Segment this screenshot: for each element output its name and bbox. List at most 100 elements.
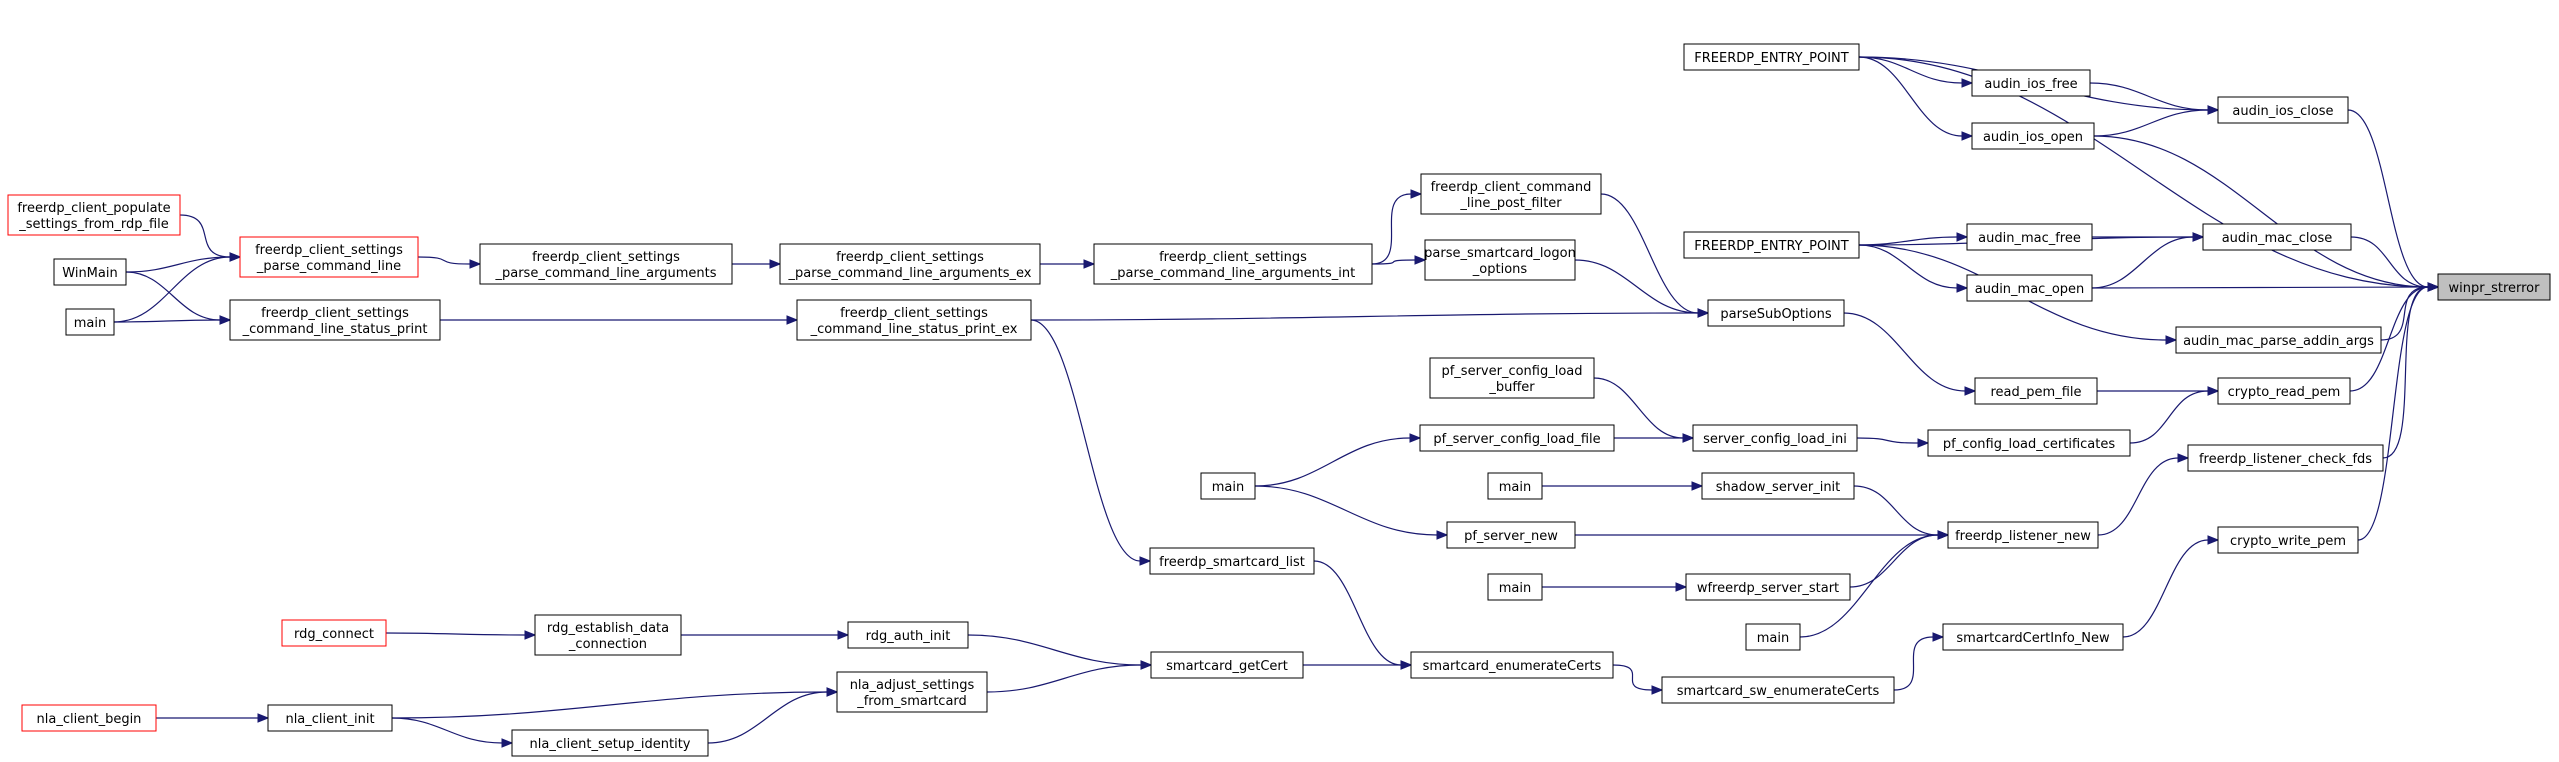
node-box xyxy=(1150,651,1304,679)
node-box xyxy=(1685,573,1851,601)
node-audin_mac_parse_addin_args[interactable]: audin_mac_parse_addin_args xyxy=(2175,326,2382,354)
node-label: main xyxy=(1212,480,1244,495)
node-scgc[interactable]: smartcard_getCert xyxy=(1150,651,1304,679)
node-clpf[interactable]: freerdp_client_command_line_post_filter xyxy=(1420,173,1602,215)
node-ssi[interactable]: shadow_server_init xyxy=(1701,472,1855,500)
node-psn[interactable]: pf_server_new xyxy=(1446,521,1576,549)
node-label: audin_mac_parse_addin_args xyxy=(2183,334,2374,349)
node-box xyxy=(1971,69,2091,97)
arrowhead-icon xyxy=(2207,105,2220,115)
node-audin_ios_close[interactable]: audin_ios_close xyxy=(2217,96,2349,124)
node-label: _connection xyxy=(568,637,647,652)
arrowhead-icon xyxy=(1956,232,1969,242)
node-box xyxy=(2217,526,2359,554)
node-crypto_read_pem[interactable]: crypto_read_pem xyxy=(2217,377,2351,405)
node-audin_ios_open[interactable]: audin_ios_open xyxy=(1971,122,2095,150)
node-fln[interactable]: freerdp_listener_new xyxy=(1947,521,2099,549)
node-sciNew[interactable]: smartcardCertInfo_New xyxy=(1942,623,2124,651)
node-scswec[interactable]: smartcard_sw_enumerateCerts xyxy=(1661,676,1895,704)
node-label: main xyxy=(74,316,106,331)
edge-FEP1-to-audin_ios_open xyxy=(1858,56,1963,137)
node-parseSubOptions[interactable]: parseSubOptions xyxy=(1707,299,1845,327)
node-clsp[interactable]: freerdp_client_settings_command_line_sta… xyxy=(229,299,441,341)
edge-psl-to-parseSubOptions xyxy=(1574,259,1699,314)
edge-crypto_read_pem-to-winpr_strerror xyxy=(2349,286,2429,392)
node-audin_ios_free[interactable]: audin_ios_free xyxy=(1971,69,2091,97)
node-pcla[interactable]: freerdp_client_settings_parse_command_li… xyxy=(479,243,733,285)
node-rdgai[interactable]: rdg_auth_init xyxy=(847,621,969,649)
node-label: audin_mac_free xyxy=(1978,231,2081,246)
node-label: parseSubOptions xyxy=(1720,307,1831,322)
node-label: freerdp_client_settings xyxy=(836,250,984,265)
node-label: pf_config_load_certificates xyxy=(1943,437,2115,452)
node-pflc[interactable]: pf_config_load_certificates xyxy=(1927,429,2131,457)
node-psl[interactable]: parse_smartcard_logon_options xyxy=(1424,239,1576,281)
node-label: rdg_connect xyxy=(294,627,374,642)
node-main1[interactable]: main xyxy=(65,308,115,336)
node-pscf[interactable]: pf_server_config_load_file xyxy=(1419,424,1615,452)
node-wfss[interactable]: wfreerdp_server_start xyxy=(1685,573,1851,601)
node-populate[interactable]: freerdp_client_populate_settings_from_rd… xyxy=(7,194,181,236)
arrowhead-icon xyxy=(257,713,270,723)
arrowhead-icon xyxy=(1937,530,1950,540)
node-label: audin_ios_free xyxy=(1984,77,2077,92)
edge-audin_ios_open-to-winpr_strerror xyxy=(2093,135,2429,288)
arrowhead-icon xyxy=(1410,189,1423,199)
node-flcf[interactable]: freerdp_listener_check_fds xyxy=(2187,444,2384,472)
node-box xyxy=(1707,299,1845,327)
node-audin_mac_open[interactable]: audin_mac_open xyxy=(1966,274,2093,302)
node-fscl[interactable]: freerdp_smartcard_list xyxy=(1149,547,1315,575)
node-label: nla_client_setup_identity xyxy=(530,737,691,752)
node-box xyxy=(1942,623,2124,651)
node-scec[interactable]: smartcard_enumerateCerts xyxy=(1410,651,1614,679)
node-main5[interactable]: main xyxy=(1745,623,1801,651)
edge-parseSubOptions-to-read_pem_file xyxy=(1843,312,1966,392)
node-rdgedc[interactable]: rdg_establish_data_connection xyxy=(534,614,682,656)
node-box xyxy=(1446,521,1576,549)
node-audin_mac_free[interactable]: audin_mac_free xyxy=(1966,223,2093,251)
node-label: nla_client_init xyxy=(285,712,374,727)
node-FEP2[interactable]: FREERDP_ENTRY_POINT xyxy=(1683,231,1860,259)
node-box xyxy=(1149,547,1315,575)
node-cwp[interactable]: crypto_write_pem xyxy=(2217,526,2359,554)
node-label: parse_smartcard_logon xyxy=(1424,246,1576,261)
node-main4[interactable]: main xyxy=(1487,573,1543,601)
edge-main2-to-pscf xyxy=(1254,437,1411,487)
node-label: freerdp_client_settings xyxy=(261,306,409,321)
node-read_pem_file[interactable]: read_pem_file xyxy=(1974,377,2098,405)
node-label: freerdp_client_settings xyxy=(255,243,403,258)
node-FEP1[interactable]: FREERDP_ENTRY_POINT xyxy=(1683,43,1860,71)
edge-main1-to-clsp xyxy=(113,319,221,323)
arrowhead-icon xyxy=(1400,660,1413,670)
edge-fln-to-flcf xyxy=(2097,457,2179,536)
node-pclaint[interactable]: freerdp_client_settings_parse_command_li… xyxy=(1093,243,1373,285)
node-pscb[interactable]: pf_server_config_load_buffer xyxy=(1429,357,1595,399)
node-audin_mac_close[interactable]: audin_mac_close xyxy=(2202,223,2352,251)
node-pclaex[interactable]: freerdp_client_settings_parse_command_li… xyxy=(779,243,1041,285)
node-WinMain[interactable]: WinMain xyxy=(53,258,127,286)
node-label: pf_server_config_load xyxy=(1441,364,1582,379)
node-label: freerdp_listener_new xyxy=(1955,529,2091,544)
node-box xyxy=(1927,429,2131,457)
node-pcl[interactable]: freerdp_client_settings_parse_command_li… xyxy=(239,236,419,278)
node-box xyxy=(1947,521,2099,549)
node-nlacsi[interactable]: nla_client_setup_identity xyxy=(511,729,709,757)
node-box xyxy=(239,236,419,278)
node-main2[interactable]: main xyxy=(1200,472,1256,500)
node-box xyxy=(1745,623,1801,651)
node-nlaas[interactable]: nla_adjust_settings_from_smartcard xyxy=(836,671,988,713)
node-winpr_strerror: winpr_strerror xyxy=(2437,273,2551,301)
node-label: _options xyxy=(1472,262,1528,277)
edge-audin_ios_close-to-winpr_strerror xyxy=(2347,109,2429,288)
node-nlaci[interactable]: nla_client_init xyxy=(267,704,393,732)
node-nlacb[interactable]: nla_client_begin xyxy=(21,704,157,732)
node-scli[interactable]: server_config_load_ini xyxy=(1692,424,1858,452)
node-box xyxy=(2175,326,2382,354)
node-rdg_connect[interactable]: rdg_connect xyxy=(281,619,387,647)
node-clspex[interactable]: freerdp_client_settings_command_line_sta… xyxy=(796,299,1032,341)
node-label: _parse_command_line_arguments_int xyxy=(1110,266,1355,281)
node-box xyxy=(1424,239,1576,281)
edge-sciNew-to-cwp xyxy=(2122,539,2209,638)
node-main3[interactable]: main xyxy=(1487,472,1543,500)
